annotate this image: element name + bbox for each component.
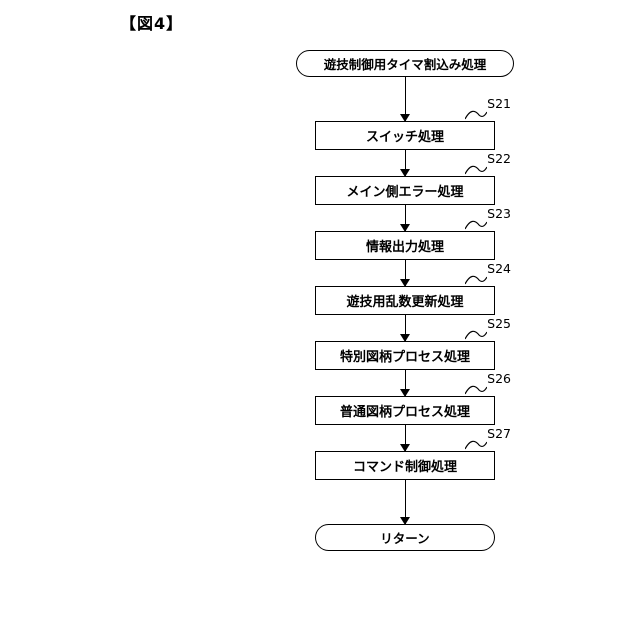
step-id-label: S25 (487, 316, 511, 331)
process-box: 情報出力処理 (315, 231, 495, 260)
flow-arrow (399, 150, 410, 177)
step-leader-squiggle-icon (465, 275, 487, 285)
flow-arrow (399, 260, 410, 287)
flow-arrow (399, 77, 410, 122)
step-id-label: S27 (487, 426, 511, 441)
start-terminal-label: 遊技制御用タイマ割込み処理 (323, 57, 487, 72)
process-box: 特別図柄プロセス処理 (315, 341, 495, 370)
flow-arrow (399, 370, 410, 397)
step-leader-squiggle-icon (465, 440, 487, 450)
step-id-label: S24 (487, 261, 511, 276)
process-box-label: 普通図柄プロセス処理 (339, 405, 470, 420)
flow-step-s25: S25 特別図柄プロセス処理 (315, 317, 511, 370)
step-leader-squiggle-icon (465, 110, 487, 120)
flow-step-s23: S23 情報出力処理 (315, 207, 511, 260)
process-box-label: メイン側エラー処理 (346, 185, 464, 200)
process-box: スイッチ処理 (315, 121, 495, 150)
step-id-label: S26 (487, 371, 511, 386)
step-leader-squiggle-icon (465, 165, 487, 175)
step-id-label: S22 (487, 151, 511, 166)
end-terminal: リターン (315, 524, 495, 551)
flow-step-s26: S26 普通図柄プロセス処理 (315, 372, 511, 425)
process-box: 遊技用乱数更新処理 (315, 286, 495, 315)
step-leader-squiggle-icon (465, 385, 487, 395)
process-box: コマンド制御処理 (315, 451, 495, 480)
flow-step-s22: S22 メイン側エラー処理 (315, 152, 511, 205)
process-box: 普通図柄プロセス処理 (315, 396, 495, 425)
figure-title: 【図4】 (120, 14, 184, 33)
process-box-label: 特別図柄プロセス処理 (339, 350, 470, 365)
end-terminal-label: リターン (380, 531, 430, 546)
process-box-label: 情報出力処理 (365, 240, 444, 255)
process-box: メイン側エラー処理 (315, 176, 495, 205)
flow-arrow (399, 205, 410, 232)
process-box-label: 遊技用乱数更新処理 (346, 295, 464, 310)
flowchart: 遊技制御用タイマ割込み処理 S21 スイッチ処理 S22 メイン側エラー処理 S… (285, 50, 525, 551)
flow-arrow (399, 315, 410, 342)
flow-arrow (399, 480, 410, 525)
flow-step-s21: S21 スイッチ処理 (315, 97, 511, 150)
step-id-label: S21 (487, 96, 511, 111)
flow-step-s24: S24 遊技用乱数更新処理 (315, 262, 511, 315)
flow-arrow (399, 425, 410, 452)
start-terminal: 遊技制御用タイマ割込み処理 (296, 50, 514, 77)
process-box-label: コマンド制御処理 (352, 460, 457, 475)
process-box-label: スイッチ処理 (365, 130, 444, 145)
step-id-label: S23 (487, 206, 511, 221)
step-leader-squiggle-icon (465, 330, 487, 340)
step-leader-squiggle-icon (465, 220, 487, 230)
flow-step-s27: S27 コマンド制御処理 (315, 427, 511, 480)
